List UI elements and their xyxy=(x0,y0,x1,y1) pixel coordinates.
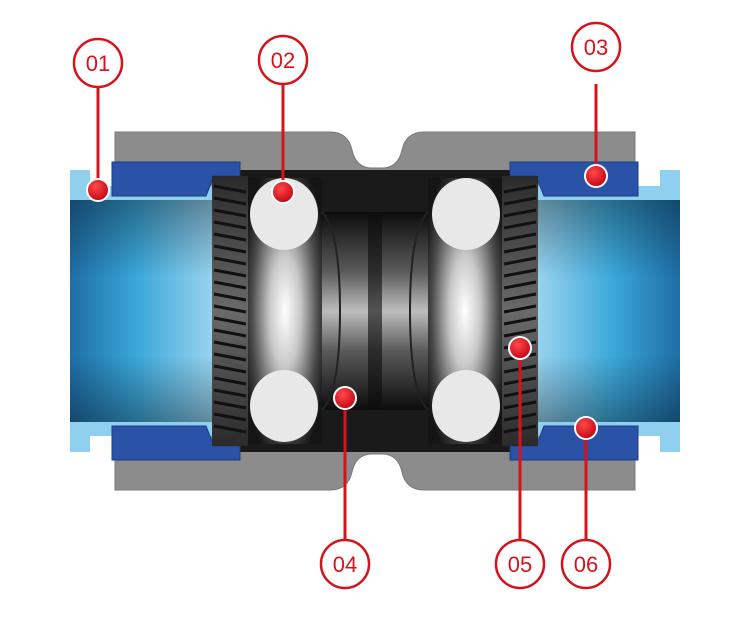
marker-dot-06 xyxy=(574,416,598,440)
grip-tooth xyxy=(213,400,247,410)
grip-tooth xyxy=(213,424,247,434)
grip-tooth xyxy=(213,388,247,398)
grip-tooth xyxy=(213,196,247,206)
grip-tooth xyxy=(213,304,247,314)
left-grip-ring xyxy=(212,176,248,446)
grip-tooth xyxy=(213,184,247,194)
grip-tooth xyxy=(503,256,537,266)
central-seat xyxy=(321,211,429,411)
callout-label-06: 06 xyxy=(574,552,598,577)
grip-tooth xyxy=(213,364,247,374)
grip-tooth xyxy=(503,268,537,278)
grip-tooth xyxy=(213,340,247,350)
marker-dot-02 xyxy=(271,180,295,204)
callout-label-05: 05 xyxy=(508,552,532,577)
o-ring-top-right xyxy=(432,178,500,250)
left-pipe xyxy=(70,170,218,452)
grip-tooth xyxy=(213,376,247,386)
callout-circle-02 xyxy=(257,34,309,86)
callout-circle-04 xyxy=(319,538,371,590)
grip-tooth xyxy=(213,208,247,218)
o-ring-bottom-left xyxy=(250,370,318,442)
grip-tooth xyxy=(503,196,537,206)
grip-tooth xyxy=(503,220,537,230)
grip-tooth xyxy=(213,412,247,422)
marker-dot-05 xyxy=(508,336,532,360)
marker-dot-03 xyxy=(584,164,608,188)
callout-circle-06 xyxy=(560,538,612,590)
grip-tooth xyxy=(213,352,247,362)
grip-tooth xyxy=(503,280,537,290)
grip-tooth xyxy=(213,232,247,242)
marker-dot-04 xyxy=(333,386,357,410)
callout-circle-01 xyxy=(72,37,124,89)
callout-circle-03 xyxy=(570,21,622,73)
left-collet xyxy=(111,161,241,461)
right-collet xyxy=(509,161,639,461)
callout-circle-05 xyxy=(494,538,546,590)
grip-tooth xyxy=(503,316,537,326)
grip-tooth xyxy=(503,292,537,302)
grip-tooth xyxy=(213,220,247,230)
grip-tooth xyxy=(213,328,247,338)
callout-label-02: 02 xyxy=(271,48,295,73)
grip-tooth xyxy=(503,328,537,338)
grip-tooth xyxy=(213,268,247,278)
grip-tooth xyxy=(213,316,247,326)
grip-tooth xyxy=(213,292,247,302)
right-pipe xyxy=(532,170,680,452)
grip-tooth xyxy=(503,184,537,194)
grip-tooth xyxy=(213,280,247,290)
callout-label-03: 03 xyxy=(584,35,608,60)
callout-label-04: 04 xyxy=(333,552,357,577)
o-ring-bottom-right xyxy=(432,370,500,442)
grip-tooth xyxy=(503,304,537,314)
o-ring-top-left xyxy=(250,178,318,250)
grip-tooth xyxy=(213,244,247,254)
marker-dot-01 xyxy=(86,178,110,202)
grip-tooth xyxy=(503,232,537,242)
grip-tooth xyxy=(503,208,537,218)
grip-tooth xyxy=(503,244,537,254)
callout-label-01: 01 xyxy=(86,51,110,76)
grip-tooth xyxy=(213,256,247,266)
